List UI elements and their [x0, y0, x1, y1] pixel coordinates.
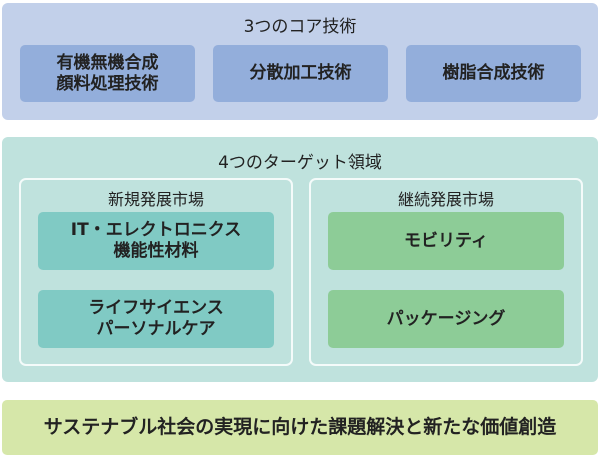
market-it-electronics: IT・エレクトロニクス機能性材料 [38, 212, 274, 270]
goal-text: サステナブル社会の実現に向けた課題解決と新たな価値創造 [43, 416, 557, 438]
core-tech-label-line2: 顔料処理技術 [56, 73, 159, 94]
market-mobility: モビリティ [328, 212, 564, 270]
market-label: パッケージング [386, 308, 506, 329]
market-label-line1: ライフサイエンス [88, 298, 224, 318]
core-technologies-title: 3つのコア技術 [243, 17, 357, 37]
market-label: モビリティ [404, 230, 488, 251]
core-tech-resin-synthesis: 樹脂合成技術 [406, 45, 581, 102]
new-markets-title: 新規発展市場 [107, 190, 204, 209]
market-label-line1: IT・エレクトロニクス [70, 220, 242, 240]
target-areas-title: 4つのターゲット領域 [218, 153, 382, 173]
target-areas-panel: 4つのターゲット領域 新規発展市場 IT・エレクトロニクス機能性材料 ライフサイ… [2, 137, 598, 382]
market-packaging: パッケージング [328, 290, 564, 348]
core-technologies-panel: 3つのコア技術 有機無機合成顔料処理技術 分散加工技術 樹脂合成技術 [2, 3, 598, 120]
core-tech-label-line1: 有機無機合成 [56, 52, 159, 73]
core-tech-organic-inorganic-synthesis: 有機無機合成顔料処理技術 [20, 45, 195, 102]
continuing-markets-group: 継続発展市場 モビリティ パッケージング [309, 178, 583, 366]
market-life-science: ライフサイエンスパーソナルケア [38, 290, 274, 348]
market-label-line2: 機能性材料 [113, 241, 199, 261]
market-label-line2: パーソナルケア [96, 319, 216, 339]
goal-banner: サステナブル社会の実現に向けた課題解決と新たな価値創造 [2, 400, 598, 455]
core-tech-label: 分散加工技術 [249, 63, 352, 83]
continuing-markets-title: 継続発展市場 [397, 190, 494, 209]
new-markets-group: 新規発展市場 IT・エレクトロニクス機能性材料 ライフサイエンスパーソナルケア [19, 178, 293, 366]
core-tech-label: 樹脂合成技術 [442, 63, 545, 83]
core-tech-dispersion: 分散加工技術 [213, 45, 388, 102]
